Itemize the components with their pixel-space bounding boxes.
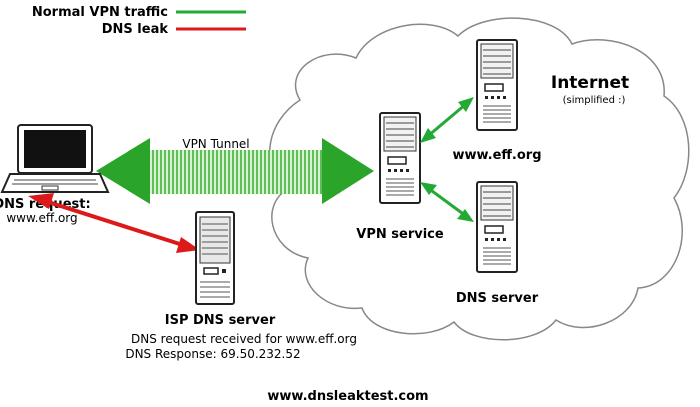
footer-url: www.dnsleaktest.com: [267, 389, 428, 404]
isp-dns-title: ISP DNS server: [165, 313, 276, 328]
eff-title: www.eff.org: [452, 148, 541, 163]
vpn-tunnel: VPN Tunnel: [96, 137, 374, 204]
vpn-service-server-icon: [379, 112, 421, 204]
eff-server-icon: [476, 39, 518, 131]
dns-server-icon: [476, 181, 518, 273]
legend: Normal VPN traffic DNS leak: [32, 5, 246, 37]
cloud-subtitle: (simplified :): [563, 95, 626, 106]
vpn-tunnel-right-arrowhead: [322, 138, 374, 204]
cloud-title: Internet: [551, 73, 629, 93]
laptop-subtitle: www.eff.org: [6, 211, 77, 225]
dns-server: DNS server: [456, 181, 539, 306]
arrow-vpn-to-dns: [420, 182, 474, 222]
isp-dns-line2: DNS Response: 69.50.232.52: [125, 347, 300, 361]
isp-dns-server: ISP DNS server DNS request received for …: [125, 211, 357, 361]
internet-cloud: Internet (simplified :): [269, 17, 690, 341]
vpn-tunnel-body: [140, 150, 340, 194]
vpn-tunnel-label: VPN Tunnel: [182, 137, 249, 151]
dns-server-title: DNS server: [456, 291, 539, 306]
vpn-service-server: VPN service: [356, 112, 444, 242]
eff-server: www.eff.org: [452, 39, 542, 163]
laptop-icon: [0, 124, 110, 193]
dns-leak-arrowhead-start: [28, 193, 54, 209]
dns-leak-arrow: [28, 193, 200, 253]
arrow-vpn-to-eff: [420, 97, 474, 143]
dns-leak-arrowhead-end: [176, 237, 200, 253]
vpn-tunnel-left-arrowhead: [96, 138, 150, 204]
legend-vpn-label: Normal VPN traffic: [32, 5, 168, 20]
cloud-shape: [269, 17, 690, 341]
legend-leak-label: DNS leak: [102, 22, 169, 37]
isp-dns-line1: DNS request received for www.eff.org: [131, 332, 357, 346]
vpn-service-title: VPN service: [356, 227, 444, 242]
isp-server-icon: [195, 211, 235, 305]
laptop: DNS request: www.eff.org: [0, 124, 110, 225]
